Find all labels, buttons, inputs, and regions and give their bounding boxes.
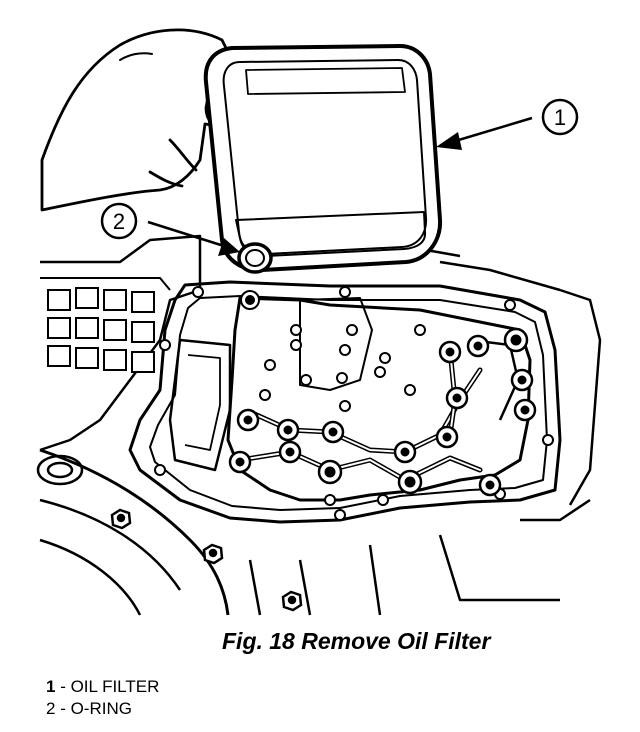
figure-caption: Fig. 18 Remove Oil Filter — [222, 628, 491, 654]
callout-1: 1 — [541, 98, 579, 136]
pan-flange — [128, 280, 562, 524]
valve-body-ringed-bolts — [228, 327, 537, 497]
callout-2: 2 — [100, 202, 138, 240]
valve-body — [226, 296, 532, 502]
side-port — [36, 454, 84, 486]
o-ring — [237, 242, 273, 274]
callout-2-number: 2 — [113, 209, 125, 234]
legend-item-number: 2 — [46, 699, 56, 718]
callout-1-number: 1 — [554, 105, 566, 130]
housing-bolts — [110, 508, 303, 612]
oil-filter — [203, 44, 443, 273]
valve-body-bolts — [240, 290, 426, 506]
legend-item-label: OIL FILTER — [70, 677, 160, 696]
legend-item-separator: - — [55, 699, 71, 718]
legend-item-oil-filter: 1 - OIL FILTER — [46, 676, 159, 698]
ribbed-casting — [40, 277, 171, 373]
transmission-case — [39, 234, 602, 616]
callout-arrow-2 — [147, 220, 240, 256]
oil-filter-removal-illustration: 1 2 — [36, 28, 602, 616]
parts-legend: 1 - OIL FILTER 2 - O-RING — [46, 676, 159, 720]
legend-item-o-ring: 2 - O-RING — [46, 698, 159, 720]
legend-item-separator: - — [55, 677, 71, 696]
legend-item-label: O-RING — [70, 699, 132, 718]
legend-item-number: 1 — [46, 677, 56, 696]
callout-arrow-1 — [436, 116, 533, 150]
